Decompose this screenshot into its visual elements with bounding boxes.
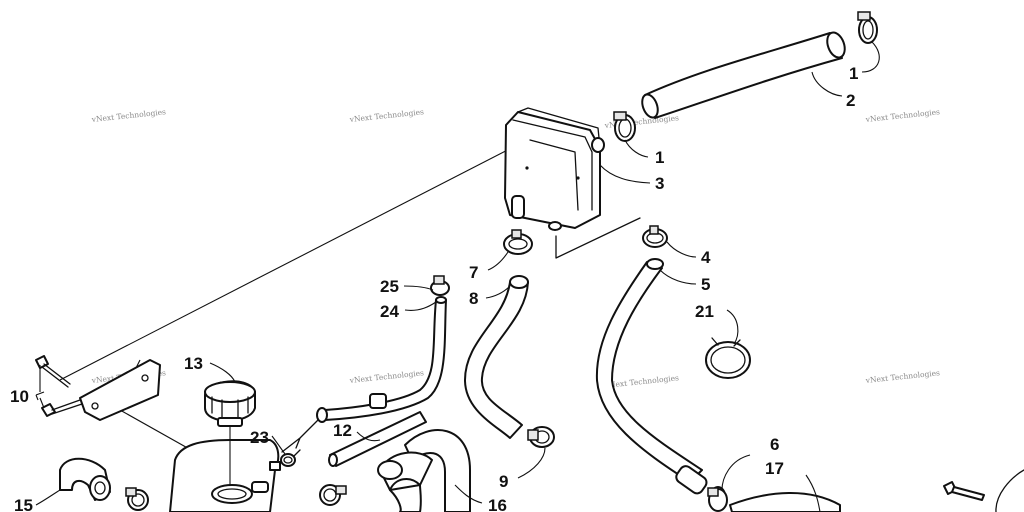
watermark-4: vNext Technologies	[864, 107, 940, 124]
callout-2: 2	[846, 91, 855, 110]
watermark-text: vNext Technologies	[90, 107, 166, 124]
watermark-1: vNext Technologies	[90, 107, 166, 124]
bracket-and-bolts-part-10	[35, 355, 161, 421]
callout-16: 16	[488, 496, 507, 512]
watermark-text: vNext Technologies	[864, 107, 940, 124]
hose-upper-part-2	[641, 31, 846, 119]
callout-17: 17	[765, 459, 784, 478]
watermark-text: vNext Technologies	[348, 368, 424, 385]
callout-8: 8	[469, 289, 478, 308]
callout-4: 4	[701, 248, 711, 267]
watermark-text: vNext Technologies	[603, 373, 679, 390]
bolt-bottom-right-icon	[943, 469, 1024, 512]
watermark-text: vNext Technologies	[348, 107, 424, 124]
callout-1-mid: 1	[655, 148, 664, 167]
callout-3: 3	[655, 174, 664, 193]
clamp-part-7	[503, 229, 533, 255]
callout-6: 6	[770, 435, 779, 454]
watermark-6: vNext Technologies	[348, 368, 424, 385]
callout-10: 10	[10, 387, 29, 406]
hose-part-16	[377, 429, 471, 512]
callout-1-top: 1	[849, 64, 858, 83]
callout-labels: 1 2 1 3 4 5 21 6 17 7 8 9 25 24 12 23 13…	[10, 64, 858, 512]
callout-9: 9	[499, 472, 508, 491]
clamp-part-9	[527, 426, 555, 448]
watermark-8: vNext Technologies	[864, 368, 940, 385]
clamp-bottom-mid	[319, 484, 347, 506]
hose-part-15	[59, 457, 111, 501]
hose-part-17	[729, 492, 841, 512]
hose-part-12	[328, 411, 427, 467]
callout-21: 21	[695, 302, 714, 321]
callout-5: 5	[701, 275, 710, 294]
callout-12: 12	[333, 421, 352, 440]
watermark-2: vNext Technologies	[348, 107, 424, 124]
canister-part-3	[504, 107, 641, 259]
clamp-part-6	[707, 487, 728, 512]
hose-part-5	[595, 258, 726, 506]
callout-23: 23	[250, 428, 269, 447]
bolt-top-icon	[35, 355, 71, 388]
watermark-text: vNext Technologies	[864, 368, 940, 385]
callout-7: 7	[469, 263, 478, 282]
hose-part-24	[316, 296, 447, 423]
bolt-bottom-icon	[41, 399, 83, 417]
clamp-part-23	[280, 419, 319, 467]
callout-25: 25	[380, 277, 399, 296]
callout-13: 13	[184, 354, 203, 373]
clamp-part-1-mid	[613, 111, 636, 142]
clamp-bottom-left	[125, 487, 149, 511]
cap-part-13	[204, 380, 256, 427]
reservoir-bottle	[169, 425, 281, 512]
clamp-part-1-top	[857, 11, 878, 44]
spring-clip-part-21	[705, 337, 751, 379]
callout-24: 24	[380, 302, 399, 321]
leader-lines	[35, 41, 880, 512]
hose-part-8	[464, 275, 529, 439]
callout-15: 15	[14, 496, 33, 512]
clamp-part-4	[642, 225, 668, 248]
watermark-7: vNext Technologies	[603, 373, 679, 390]
clamp-part-25	[430, 275, 450, 296]
